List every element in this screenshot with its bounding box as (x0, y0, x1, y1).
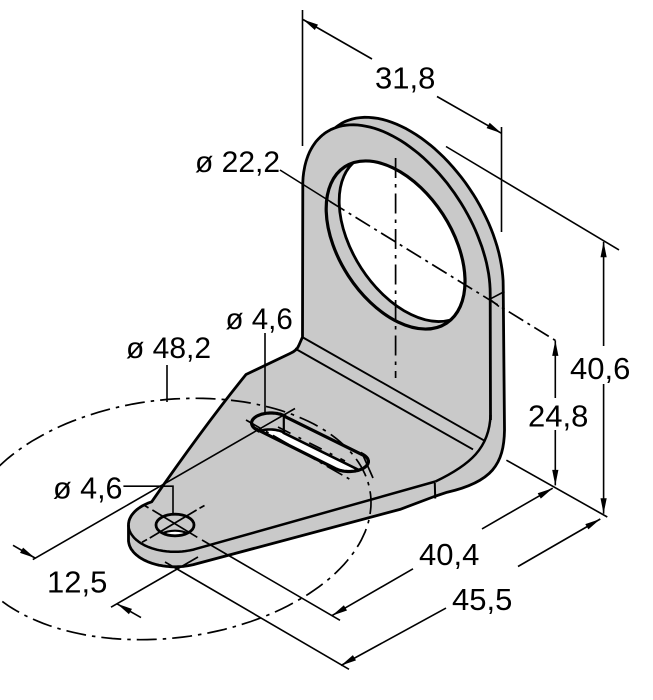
svg-text:24,8: 24,8 (528, 399, 588, 434)
svg-text:ø 48,2: ø 48,2 (126, 332, 211, 365)
svg-text:12,5: 12,5 (47, 565, 107, 600)
svg-text:31,8: 31,8 (375, 61, 435, 96)
svg-text:45,5: 45,5 (452, 582, 512, 617)
svg-text:ø 22,2: ø 22,2 (195, 146, 280, 179)
svg-text:ø 4,6: ø 4,6 (53, 472, 123, 506)
svg-text:40,4: 40,4 (419, 537, 479, 572)
svg-text:40,6: 40,6 (570, 351, 630, 386)
svg-text:ø 4,6: ø 4,6 (226, 303, 293, 336)
